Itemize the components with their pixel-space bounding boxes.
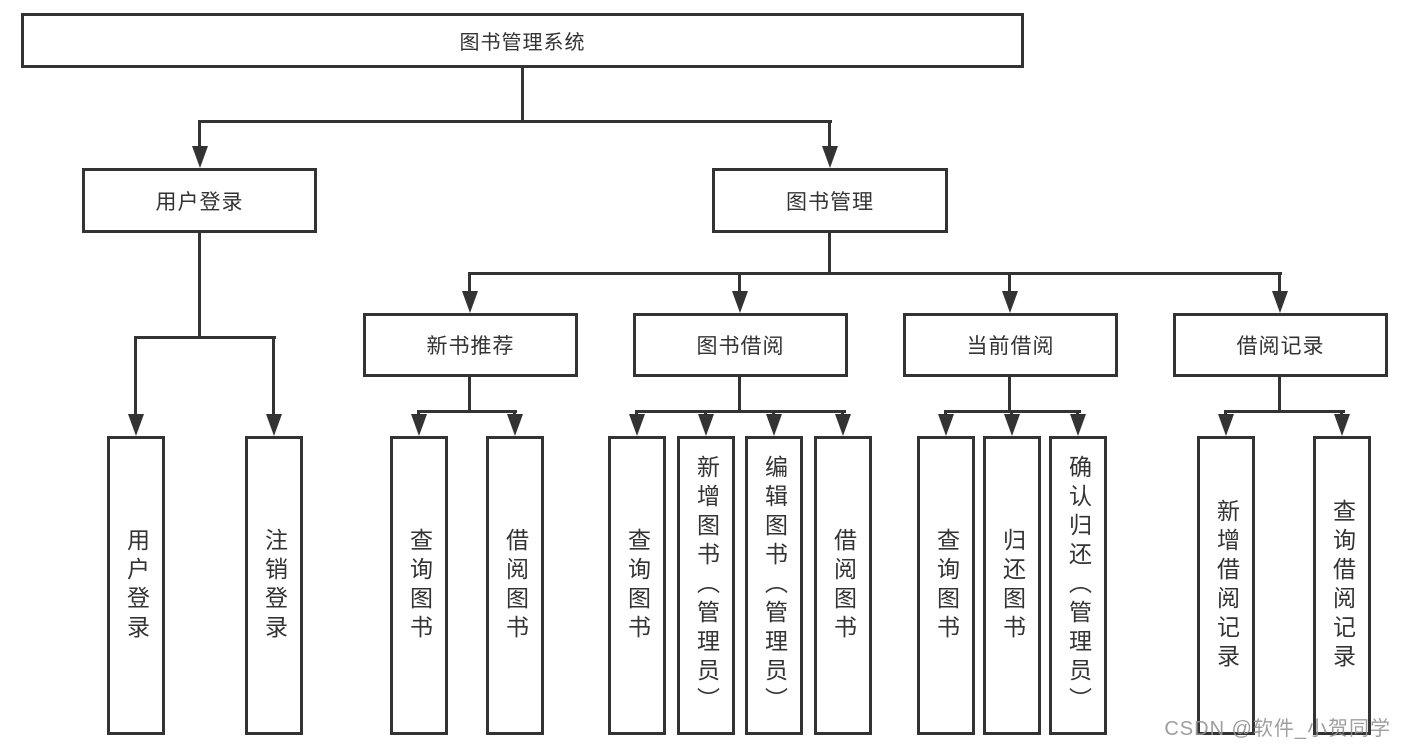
leaf-logout-label: 注销登录 <box>261 527 288 644</box>
connector-line <box>635 410 846 413</box>
arrowhead-icon <box>462 291 478 313</box>
csdn-watermark: CSDN @软件_小贺同学 <box>1164 718 1391 740</box>
leaf-add-book-admin-label: 新增图书（管理员） <box>693 455 720 716</box>
leaf-borrow-query-book: 查询图书 <box>608 436 666 735</box>
leaf-confirm-return-admin: 确认归还（管理员） <box>1049 436 1107 735</box>
node-new-book-recommend-label: 新书推荐 <box>426 335 515 358</box>
arrowhead-icon <box>411 414 427 436</box>
arrowhead-icon <box>266 414 282 436</box>
arrowhead-icon <box>1070 414 1086 436</box>
connector-line <box>1278 272 1281 294</box>
arrowhead-icon <box>507 414 523 436</box>
arrowhead-icon <box>629 414 645 436</box>
arrowhead-icon <box>1218 414 1234 436</box>
connector-line <box>828 233 831 275</box>
node-book-borrow: 图书借阅 <box>633 313 848 377</box>
connector-line <box>468 377 471 413</box>
node-borrow-record-label: 借阅记录 <box>1236 335 1325 358</box>
node-book-management-label: 图书管理 <box>786 190 874 214</box>
leaf-edit-book-admin: 编辑图书（管理员） <box>745 436 803 735</box>
connector-line <box>1224 410 1345 413</box>
connector-line <box>198 120 832 123</box>
leaf-query-borrow-record: 查询借阅记录 <box>1313 436 1371 735</box>
leaf-user-login: 用户登录 <box>107 436 165 735</box>
leaf-logout: 注销登录 <box>245 436 303 735</box>
leaf-borrow-query-book-label: 查询图书 <box>624 527 651 644</box>
connector-line <box>198 233 201 339</box>
leaf-add-borrow-record-label: 新增借阅记录 <box>1213 498 1240 673</box>
connector-line <box>272 336 275 416</box>
node-root: 图书管理系统 <box>21 13 1024 68</box>
node-book-borrow-label: 图书借阅 <box>696 335 785 358</box>
leaf-add-borrow-record: 新增借阅记录 <box>1197 436 1255 735</box>
connector-line <box>828 120 831 152</box>
connector-line <box>468 272 1282 275</box>
leaf-confirm-return-admin-label: 确认归还（管理员） <box>1065 455 1092 716</box>
arrowhead-icon <box>766 414 782 436</box>
arrowhead-icon <box>1004 414 1020 436</box>
leaf-edit-book-admin-label: 编辑图书（管理员） <box>761 455 788 716</box>
leaf-add-book-admin: 新增图书（管理员） <box>677 436 735 735</box>
arrowhead-icon <box>1272 291 1288 313</box>
leaf-newrec-borrow-book-label: 借阅图书 <box>502 527 529 644</box>
connector-line <box>738 272 741 294</box>
node-current-borrow-label: 当前借阅 <box>966 335 1055 358</box>
connector-line <box>198 120 201 152</box>
arrowhead-icon <box>732 291 748 313</box>
leaf-borrow-book-label: 借阅图书 <box>830 527 857 644</box>
arrowhead-icon <box>835 414 851 436</box>
node-user-login-label: 用户登录 <box>155 190 244 214</box>
connector-line <box>1008 272 1011 294</box>
arrowhead-icon <box>1334 414 1350 436</box>
connector-line <box>134 336 137 416</box>
connector-line <box>1278 377 1281 413</box>
arrowhead-icon <box>938 414 954 436</box>
leaf-borrow-book: 借阅图书 <box>814 436 872 735</box>
arrowhead-icon <box>822 146 838 168</box>
leaf-newrec-borrow-book: 借阅图书 <box>486 436 544 735</box>
node-current-borrow: 当前借阅 <box>903 313 1118 377</box>
node-root-label: 图书管理系统 <box>459 32 586 54</box>
arrowhead-icon <box>192 146 208 168</box>
arrowhead-icon <box>1002 291 1018 313</box>
node-user-login: 用户登录 <box>82 168 317 233</box>
node-new-book-recommend: 新书推荐 <box>363 313 578 377</box>
arrowhead-icon <box>698 414 714 436</box>
leaf-query-borrow-record-label: 查询借阅记录 <box>1329 498 1356 673</box>
connector-line <box>468 272 471 294</box>
connector-line <box>134 336 276 339</box>
arrowhead-icon <box>128 414 144 436</box>
leaf-current-query-book: 查询图书 <box>917 436 975 735</box>
leaf-newrec-query-book: 查询图书 <box>390 436 448 735</box>
node-borrow-record: 借阅记录 <box>1173 313 1388 377</box>
leaf-current-query-book-label: 查询图书 <box>933 527 960 644</box>
node-book-management: 图书管理 <box>712 168 948 233</box>
connector-line <box>738 377 741 413</box>
connector-line <box>417 410 517 413</box>
leaf-return-book-label: 归还图书 <box>999 527 1026 644</box>
leaf-return-book: 归还图书 <box>983 436 1041 735</box>
leaf-user-login-label: 用户登录 <box>123 527 150 644</box>
leaf-newrec-query-book-label: 查询图书 <box>406 527 433 644</box>
connector-line <box>1008 377 1011 413</box>
connector-line <box>521 68 524 122</box>
